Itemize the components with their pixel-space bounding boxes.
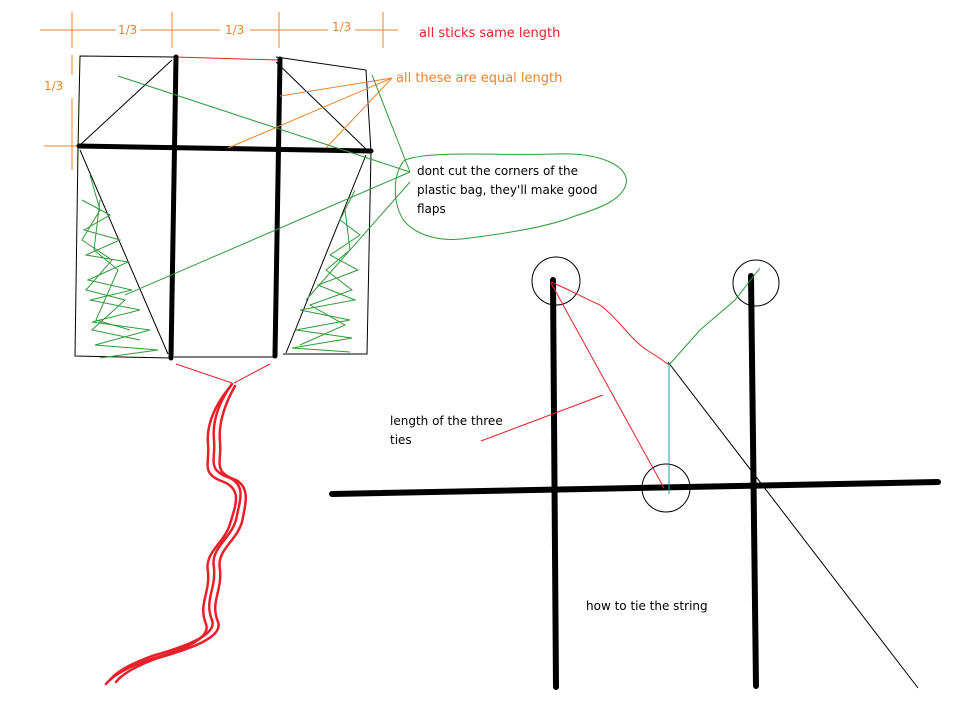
tie-left-stick xyxy=(550,277,559,690)
tie-sticks xyxy=(329,273,941,690)
tie-red-center xyxy=(550,282,665,489)
tie-crossbar xyxy=(329,479,941,497)
corners-note-line-1: dont cut the corners of the xyxy=(417,164,578,178)
tie-circle-center xyxy=(641,463,691,513)
tie-circles xyxy=(531,256,780,513)
bag-outline xyxy=(74,55,372,359)
tie-red-top xyxy=(550,281,670,366)
crossbar-stick xyxy=(76,143,374,154)
pointer-top-left-corner xyxy=(117,75,411,173)
tie-right-stick xyxy=(748,273,759,689)
ties-note-line-1: length of the three xyxy=(390,414,503,428)
pointer-top-right-corner xyxy=(371,74,411,173)
sticks-note: all sticks same length xyxy=(419,26,560,41)
top-edge-red xyxy=(174,56,279,61)
ties-pointer xyxy=(480,394,604,442)
corners-note-line-3: flaps xyxy=(417,202,446,216)
fraction-label-3: 1/3 xyxy=(332,20,351,34)
right-vertical-stick xyxy=(272,56,283,359)
speech-bubble xyxy=(394,153,627,240)
kite-tail xyxy=(104,382,247,686)
tie-circle-top-right xyxy=(732,259,780,307)
kite-bridle xyxy=(175,363,271,384)
kite-sticks xyxy=(76,54,374,361)
left-vertical-stick xyxy=(168,54,179,361)
fraction-label-side: 1/3 xyxy=(44,79,63,93)
string-line xyxy=(667,361,919,689)
equal-length-note: all these are equal length xyxy=(396,71,562,86)
string-tie-diagram xyxy=(329,256,941,690)
ties-note-line-2: ties xyxy=(390,433,412,447)
how-to-tie-caption: how to tie the string xyxy=(586,599,708,613)
pointer-left-flap xyxy=(124,171,411,296)
kite xyxy=(74,54,374,686)
equal-length-pointers xyxy=(227,77,393,149)
right-flap-scribble xyxy=(291,189,361,353)
tie-circle-top-left xyxy=(531,256,581,306)
flap-pointers xyxy=(117,74,411,301)
pointer-right-flap xyxy=(305,181,411,301)
tie-green xyxy=(668,267,761,366)
left-flap-scribble xyxy=(81,174,159,359)
corners-note-line-2: plastic bag, they'll make good xyxy=(417,183,597,197)
fraction-label-1: 1/3 xyxy=(118,23,137,37)
fraction-label-2: 1/3 xyxy=(225,23,244,37)
measurement-guides xyxy=(40,12,398,170)
